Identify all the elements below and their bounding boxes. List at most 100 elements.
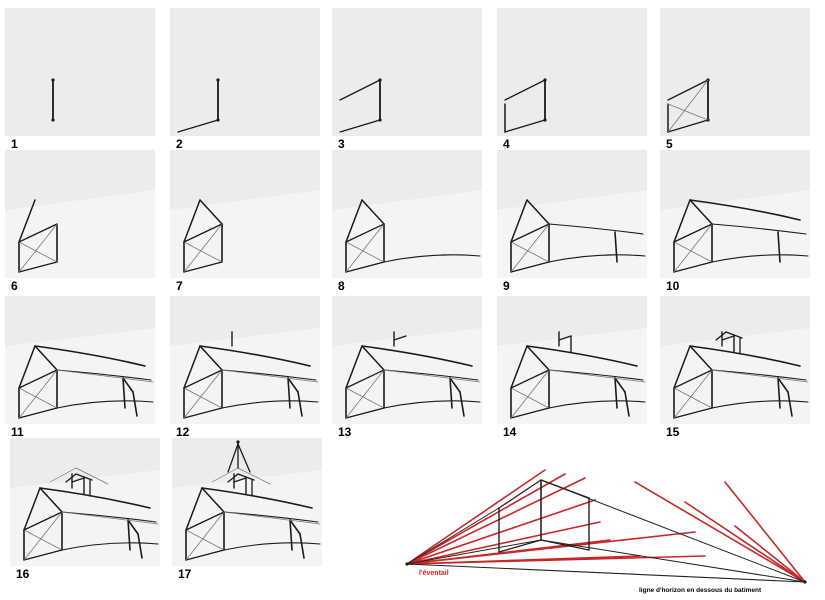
far-gable [289,519,301,535]
far-wall-edge [777,231,781,263]
ground-line-right [383,400,481,409]
diagonal-b [667,79,709,133]
step-number: 4 [503,137,510,151]
step-number: 10 [666,279,680,293]
step-drawing [170,150,320,278]
wall-bottom [345,261,385,273]
step-number: 8 [338,279,345,293]
diagonal-a [673,387,713,409]
far-wall-edge-2 [297,391,303,417]
ground-shading [332,190,482,278]
diagonal-a [510,387,550,409]
top-guide-line [667,79,709,101]
step-drawing [332,296,482,424]
fan-line-left [406,469,546,565]
diagonal-b [510,223,550,273]
ground-shading [5,190,155,278]
top-guide-line [504,79,546,101]
diagonal-a [673,241,713,263]
far-wall-edge [127,519,131,551]
eave-extension [548,369,646,383]
belfry-roof-right [237,473,255,481]
belfry-roof-left [715,331,727,341]
far-wall-edge [287,377,291,409]
fan-line-right [634,481,806,583]
box-top-left [498,479,542,509]
gable-left [673,199,691,243]
wall-bottom [183,261,223,273]
gable-base [673,369,713,389]
horizon-line [406,563,806,583]
gable-left [510,199,528,243]
gable-base [18,223,58,243]
step-drawing [170,8,320,136]
gable-left [18,199,36,243]
step-panel: 4 [497,8,647,152]
ground-shading [497,190,647,278]
wall-bottom [18,407,58,419]
ground-line-right [61,542,159,551]
panel-background [332,8,482,136]
gable-right [526,345,550,371]
step-panel: 15 [660,296,810,440]
eave-extension [223,511,321,525]
step-drawing [497,150,647,278]
step-panel: 17 [172,438,322,582]
ridge-line [34,345,146,367]
step-number: 5 [666,137,673,151]
panel-background [170,8,320,136]
gable-left [185,487,203,531]
gable-base [183,223,223,243]
belfry-top [558,335,572,341]
spire-right [237,443,251,473]
step-drawing [332,8,482,136]
wall-bottom [345,407,385,419]
guide-left-top [406,507,500,565]
far-wall-edge [777,377,781,409]
far-gable [127,519,139,535]
eave-extension [221,369,319,383]
step-drawing [660,8,810,136]
far-gable [449,377,461,393]
panel-background [5,8,155,136]
step-number: 15 [666,425,680,439]
diagonal-a [183,387,223,409]
wall-bottom [185,549,225,561]
step-number: 16 [16,567,30,581]
far-wall-edge-2 [459,391,465,417]
fan-line-right [684,501,806,583]
fan-label: l'éventail [419,570,449,577]
step-number: 11 [11,425,24,439]
eave-extension [383,369,481,383]
diagonal-a [345,241,385,263]
vanishing-point-right [803,580,807,584]
fan-line-right [724,481,806,583]
diagonal-b [345,223,385,273]
diagram-canvas [405,469,807,584]
spire-tip [236,440,240,444]
belfry-top [393,335,407,341]
spire-left [227,443,239,473]
ridge-line [361,345,473,367]
step-panel: 7 [170,150,320,294]
far-wall-edge [122,377,126,409]
horizon-label: ligne d'horizon en dessous du batiment [639,587,762,594]
diagonal-b [673,369,713,419]
step-drawing [172,438,322,566]
ground-line-right [711,254,809,263]
step-drawing [497,8,647,136]
ridge-line [199,345,311,367]
fan-line-left [406,531,696,565]
gable-base [345,223,385,243]
fan-line-left [406,499,596,565]
gable-base [510,369,550,389]
fan-line-left [406,555,706,565]
step-number: 3 [338,137,345,151]
diagonal-b [510,369,550,419]
belfry-top [721,335,735,341]
belfry-guide-1 [211,467,239,483]
far-gable [777,377,789,393]
ridge-line [201,487,313,509]
perspective-diagram: l'éventail ligne d'horizon en dessous du … [395,460,820,598]
wall-bottom [673,407,713,419]
